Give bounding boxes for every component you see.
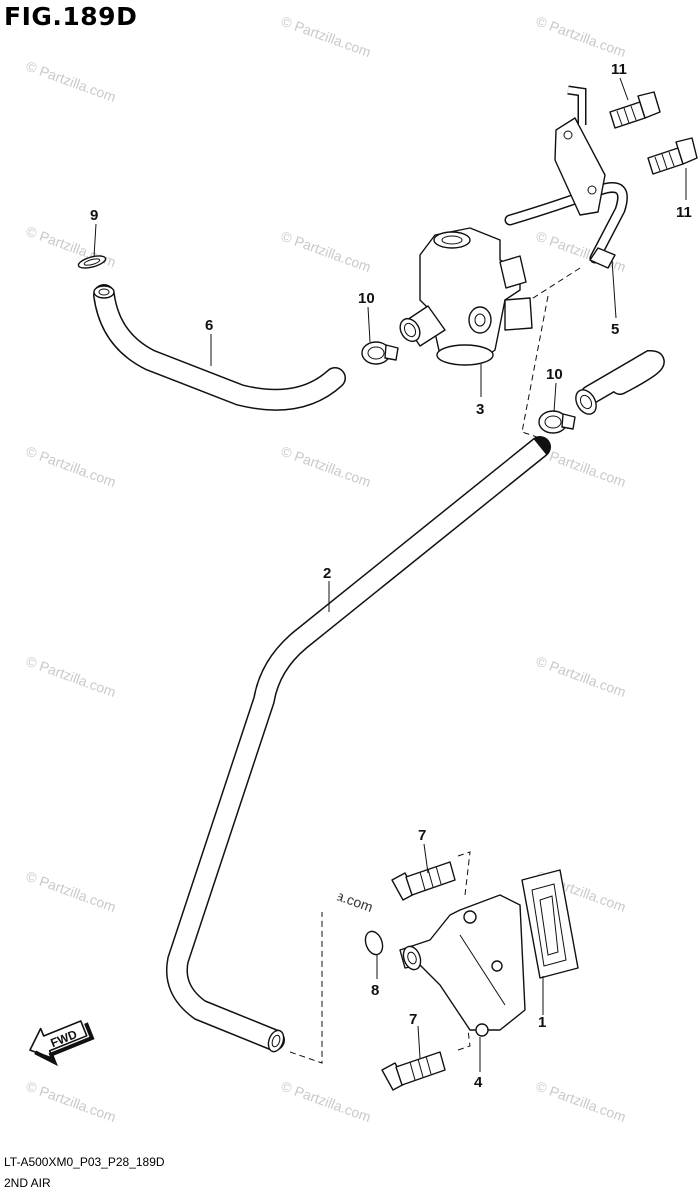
watermark: © Partzilla.com xyxy=(534,228,628,275)
watermark: © Partzilla.com xyxy=(24,443,118,490)
figure-name: 2ND AIR xyxy=(4,1176,51,1190)
watermark: © Partzilla.com xyxy=(24,58,118,105)
figure-code: LT-A500XM0_P03_P28_189D xyxy=(4,1155,165,1169)
fwd-arrow: FWD xyxy=(29,1020,95,1067)
callout-2: 2 xyxy=(323,565,331,582)
callout-6: 6 xyxy=(205,317,213,334)
bolt-11-upper xyxy=(609,91,661,129)
callout-11-upper: 11 xyxy=(611,61,627,78)
watermark: © Partzilla.com xyxy=(279,443,373,490)
watermark: © Partzilla.com xyxy=(534,653,628,700)
leader-lines xyxy=(93,77,687,1072)
callout-8: 8 xyxy=(371,982,379,999)
oring-9 xyxy=(77,255,107,269)
bolt-11-lower xyxy=(647,137,698,175)
hose-6 xyxy=(93,284,346,411)
watermark: © Partzilla.com xyxy=(534,1078,628,1125)
watermark: © Partzilla.com xyxy=(534,13,628,60)
callout-9: 9 xyxy=(90,207,98,224)
hose-5 xyxy=(575,349,665,415)
watermark: © Partzilla.com xyxy=(279,1078,373,1125)
cover-4 xyxy=(399,894,526,1037)
clamp-10-left xyxy=(361,341,399,365)
valve-3 xyxy=(399,227,533,366)
callout-3: 3 xyxy=(476,401,484,418)
gasket-1 xyxy=(521,869,579,979)
watermark: © Partzilla.com xyxy=(24,223,118,270)
figure-title: FIG.189D xyxy=(4,2,138,31)
watermark: © Partzilla.com xyxy=(24,653,118,700)
callout-5: 5 xyxy=(611,321,619,338)
pipe-assembly xyxy=(504,85,628,269)
watermark: © Partzilla.com xyxy=(24,1078,118,1125)
callouts: 1 2 3 4 5 6 7 7 8 9 10 10 11 11 xyxy=(90,61,692,1091)
callout-10-right: 10 xyxy=(546,366,563,383)
watermark: © Partzilla.com xyxy=(279,228,373,275)
watermark: © Partzilla.com xyxy=(279,13,373,60)
bolt-7-lower xyxy=(381,1051,446,1091)
hose-2 xyxy=(166,436,551,1053)
watermark: © Partzilla.com xyxy=(24,868,118,915)
clamp-10-right xyxy=(538,410,576,434)
bolt-7-upper xyxy=(391,861,456,901)
callout-4: 4 xyxy=(474,1074,483,1091)
callout-11-lower: 11 xyxy=(676,204,692,221)
callout-10-left: 10 xyxy=(358,290,375,307)
callout-7-upper: 7 xyxy=(418,827,426,844)
callout-1: 1 xyxy=(538,1014,546,1031)
oring-8 xyxy=(364,930,384,956)
callout-7-lower: 7 xyxy=(409,1011,417,1028)
